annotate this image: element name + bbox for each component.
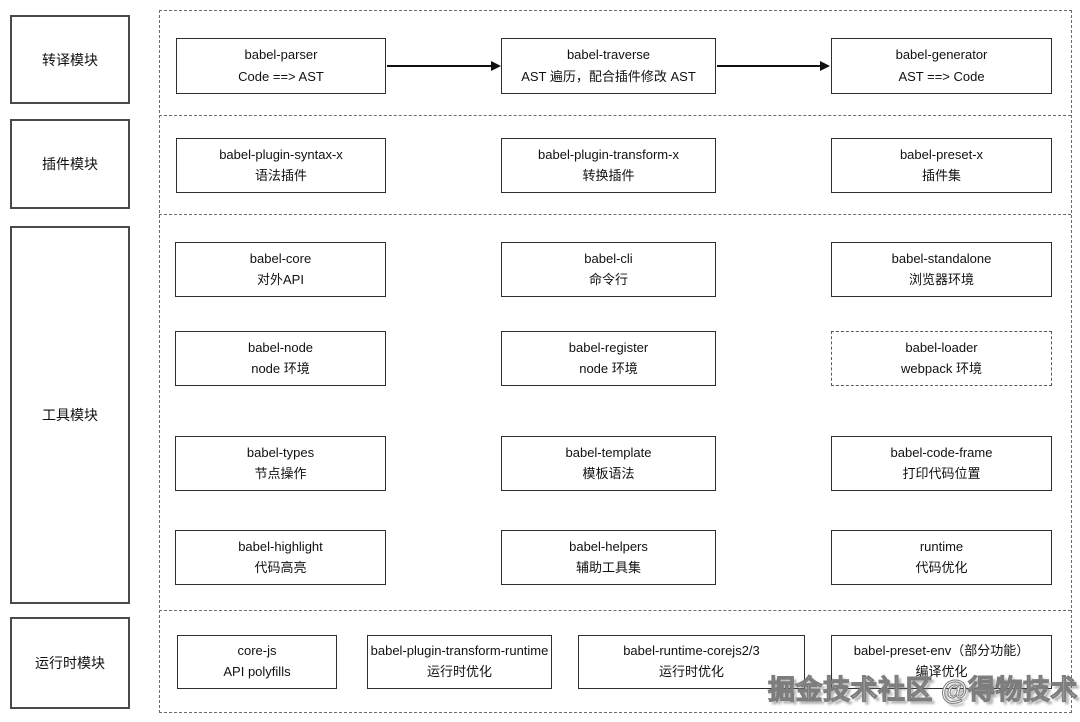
node-title: babel-register <box>568 339 649 355</box>
node-title: babel-code-frame <box>890 444 993 460</box>
node-subtitle: 节点操作 <box>254 465 307 481</box>
module-label-translate: 转译模块 <box>10 15 130 104</box>
module-label-text: 转译模块 <box>42 51 98 68</box>
arrow-parser-to-traverse <box>387 65 492 67</box>
node-babel-template: babel-template 模板语法 <box>501 436 716 491</box>
node-subtitle: 运行时优化 <box>426 664 492 680</box>
node-babel-plugin-syntax-x: babel-plugin-syntax-x 语法插件 <box>176 138 386 193</box>
node-title: babel-plugin-transform-x <box>538 146 679 162</box>
node-babel-loader: babel-loader webpack 环境 <box>831 331 1052 386</box>
node-babel-highlight: babel-highlight 代码高亮 <box>175 530 386 585</box>
node-babel-generator: babel-generator AST ==> Code <box>831 38 1052 94</box>
node-subtitle: 模板语法 <box>582 465 635 481</box>
section-divider-3 <box>159 610 1071 611</box>
node-title: babel-plugin-transform-runtime <box>370 643 549 659</box>
node-title: babel-parser <box>244 47 318 63</box>
node-subtitle: Code ==> AST <box>238 68 324 84</box>
node-subtitle: node 环境 <box>579 360 638 376</box>
node-babel-core: babel-core 对外API <box>175 242 386 297</box>
node-subtitle: 对外API <box>257 271 304 287</box>
node-babel-helpers: babel-helpers 辅助工具集 <box>501 530 716 585</box>
node-subtitle: 运行时优化 <box>658 664 724 680</box>
node-title: core-js <box>237 643 277 659</box>
node-title: babel-traverse <box>566 47 651 63</box>
node-subtitle: 打印代码位置 <box>902 465 981 481</box>
node-babel-cli: babel-cli 命令行 <box>501 242 716 297</box>
node-title: babel-highlight <box>238 538 323 554</box>
node-babel-node: babel-node node 环境 <box>175 331 386 386</box>
node-babel-register: babel-register node 环境 <box>501 331 716 386</box>
node-subtitle: 插件集 <box>921 167 961 183</box>
module-label-text: 运行时模块 <box>35 655 105 671</box>
node-subtitle: AST ==> Code <box>898 68 985 84</box>
node-subtitle: 辅助工具集 <box>575 559 641 575</box>
node-babel-code-frame: babel-code-frame 打印代码位置 <box>831 436 1052 491</box>
node-subtitle: 代码高亮 <box>254 559 307 575</box>
node-subtitle: 语法插件 <box>254 167 307 183</box>
node-subtitle: 编译优化 <box>915 664 968 680</box>
node-babel-plugin-transform-runtime: babel-plugin-transform-runtime 运行时优化 <box>367 635 552 689</box>
node-subtitle: AST 遍历，配合插件修改 AST <box>521 68 696 84</box>
module-label-plugin: 插件模块 <box>10 119 130 209</box>
node-subtitle: API polyfills <box>223 664 291 680</box>
node-title: runtime <box>919 538 964 554</box>
node-title: babel-preset-env（部分功能） <box>853 643 1030 659</box>
node-babel-preset-x: babel-preset-x 插件集 <box>831 138 1052 193</box>
section-divider-2 <box>159 214 1071 215</box>
node-title: babel-core <box>249 250 312 266</box>
node-babel-traverse: babel-traverse AST 遍历，配合插件修改 AST <box>501 38 716 94</box>
node-babel-parser: babel-parser Code ==> AST <box>176 38 386 94</box>
node-babel-preset-env: babel-preset-env（部分功能） 编译优化 <box>831 635 1052 689</box>
node-subtitle: 命令行 <box>588 271 628 287</box>
watermark: 掘金技术社区 @得物技术 <box>768 675 1078 706</box>
node-title: babel-standalone <box>891 250 992 266</box>
module-label-tool: 工具模块 <box>10 226 130 604</box>
node-title: babel-loader <box>905 339 978 355</box>
arrowhead-icon <box>820 61 830 71</box>
node-subtitle: 转换插件 <box>582 167 635 183</box>
node-babel-standalone: babel-standalone 浏览器环境 <box>831 242 1052 297</box>
node-subtitle: webpack 环境 <box>901 360 982 376</box>
module-label-runtime: 运行时模块 <box>10 617 130 709</box>
node-runtime: runtime 代码优化 <box>831 530 1052 585</box>
node-title: babel-preset-x <box>899 146 984 162</box>
node-subtitle: node 环境 <box>251 360 310 376</box>
arrowhead-icon <box>491 61 501 71</box>
node-babel-types: babel-types 节点操作 <box>175 436 386 491</box>
node-title: babel-types <box>246 444 315 460</box>
node-title: babel-helpers <box>569 538 648 554</box>
node-title: babel-node <box>247 339 314 355</box>
node-title: babel-plugin-syntax-x <box>219 146 343 162</box>
node-subtitle: 代码优化 <box>915 559 968 575</box>
node-babel-plugin-transform-x: babel-plugin-transform-x 转换插件 <box>501 138 716 193</box>
section-divider-1 <box>159 115 1071 116</box>
node-title: babel-cli <box>584 250 633 266</box>
dashed-frame <box>159 10 1072 713</box>
node-babel-runtime-corejs: babel-runtime-corejs2/3 运行时优化 <box>578 635 805 689</box>
node-core-js: core-js API polyfills <box>177 635 337 689</box>
module-label-text: 工具模块 <box>42 407 98 423</box>
module-label-text: 插件模块 <box>42 156 98 172</box>
arrow-traverse-to-generator <box>717 65 821 67</box>
node-title: babel-runtime-corejs2/3 <box>623 643 760 659</box>
node-subtitle: 浏览器环境 <box>908 271 974 287</box>
node-title: babel-generator <box>895 47 988 63</box>
node-title: babel-template <box>565 444 652 460</box>
